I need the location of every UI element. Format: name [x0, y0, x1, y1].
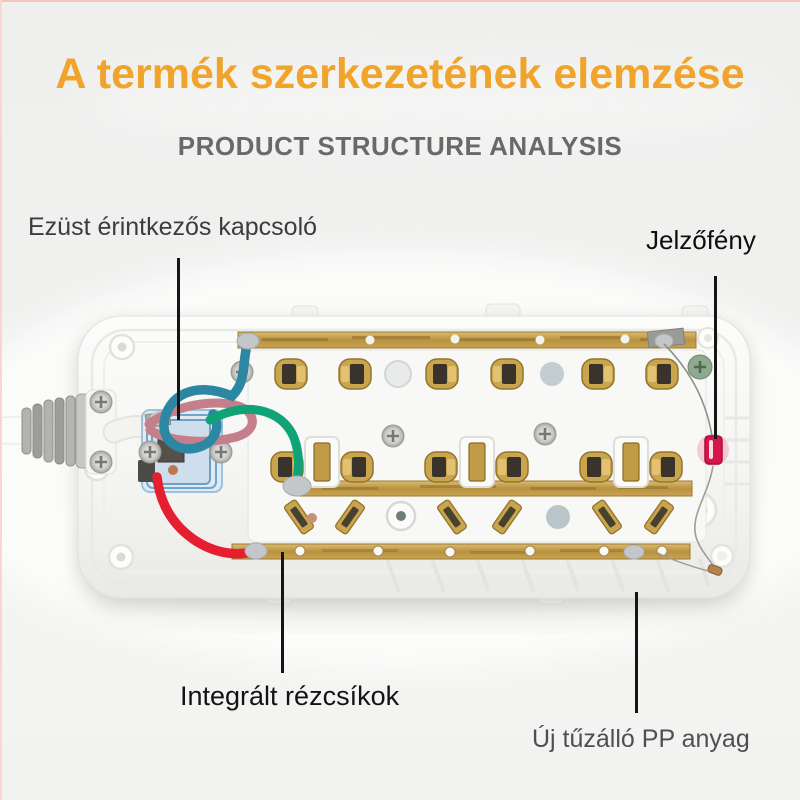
annotation-copper-strips: Integrált rézcsíkok: [180, 681, 400, 711]
red-wire: [152, 472, 259, 559]
annotation-silver-switch: Ezüst érintkezős kapcsoló: [28, 213, 318, 241]
left-accent-line: [0, 0, 2, 800]
callout-line-indicator: [714, 276, 717, 439]
callout-line-material: [635, 592, 638, 713]
cable-gland: [21, 389, 117, 475]
socket-contacts-top-row: [274, 358, 679, 390]
page-subtitle: PRODUCT STRUCTURE ANALYSIS: [177, 131, 623, 161]
solder-joints: [236, 332, 674, 560]
copper-strip-bottom: [231, 543, 691, 560]
indicator-led: [657, 343, 729, 576]
callout-line-copper: [281, 552, 284, 673]
teal-wire: [159, 339, 252, 454]
top-accent-line: [0, 0, 800, 2]
page-title: A termék szerkezetének elemzése: [55, 50, 745, 98]
socket-contacts-bottom-row: [282, 498, 676, 536]
socket-contacts-middle-row: [270, 436, 683, 488]
annotation-indicator-light: Jelzőfény: [646, 225, 756, 255]
annotation-pp-material: Új tűzálló PP anyag: [532, 725, 750, 753]
callout-line-switch: [177, 258, 180, 420]
pink-wire: [144, 398, 257, 446]
copper-strip-top: [237, 331, 697, 349]
green-wire: [205, 404, 303, 487]
